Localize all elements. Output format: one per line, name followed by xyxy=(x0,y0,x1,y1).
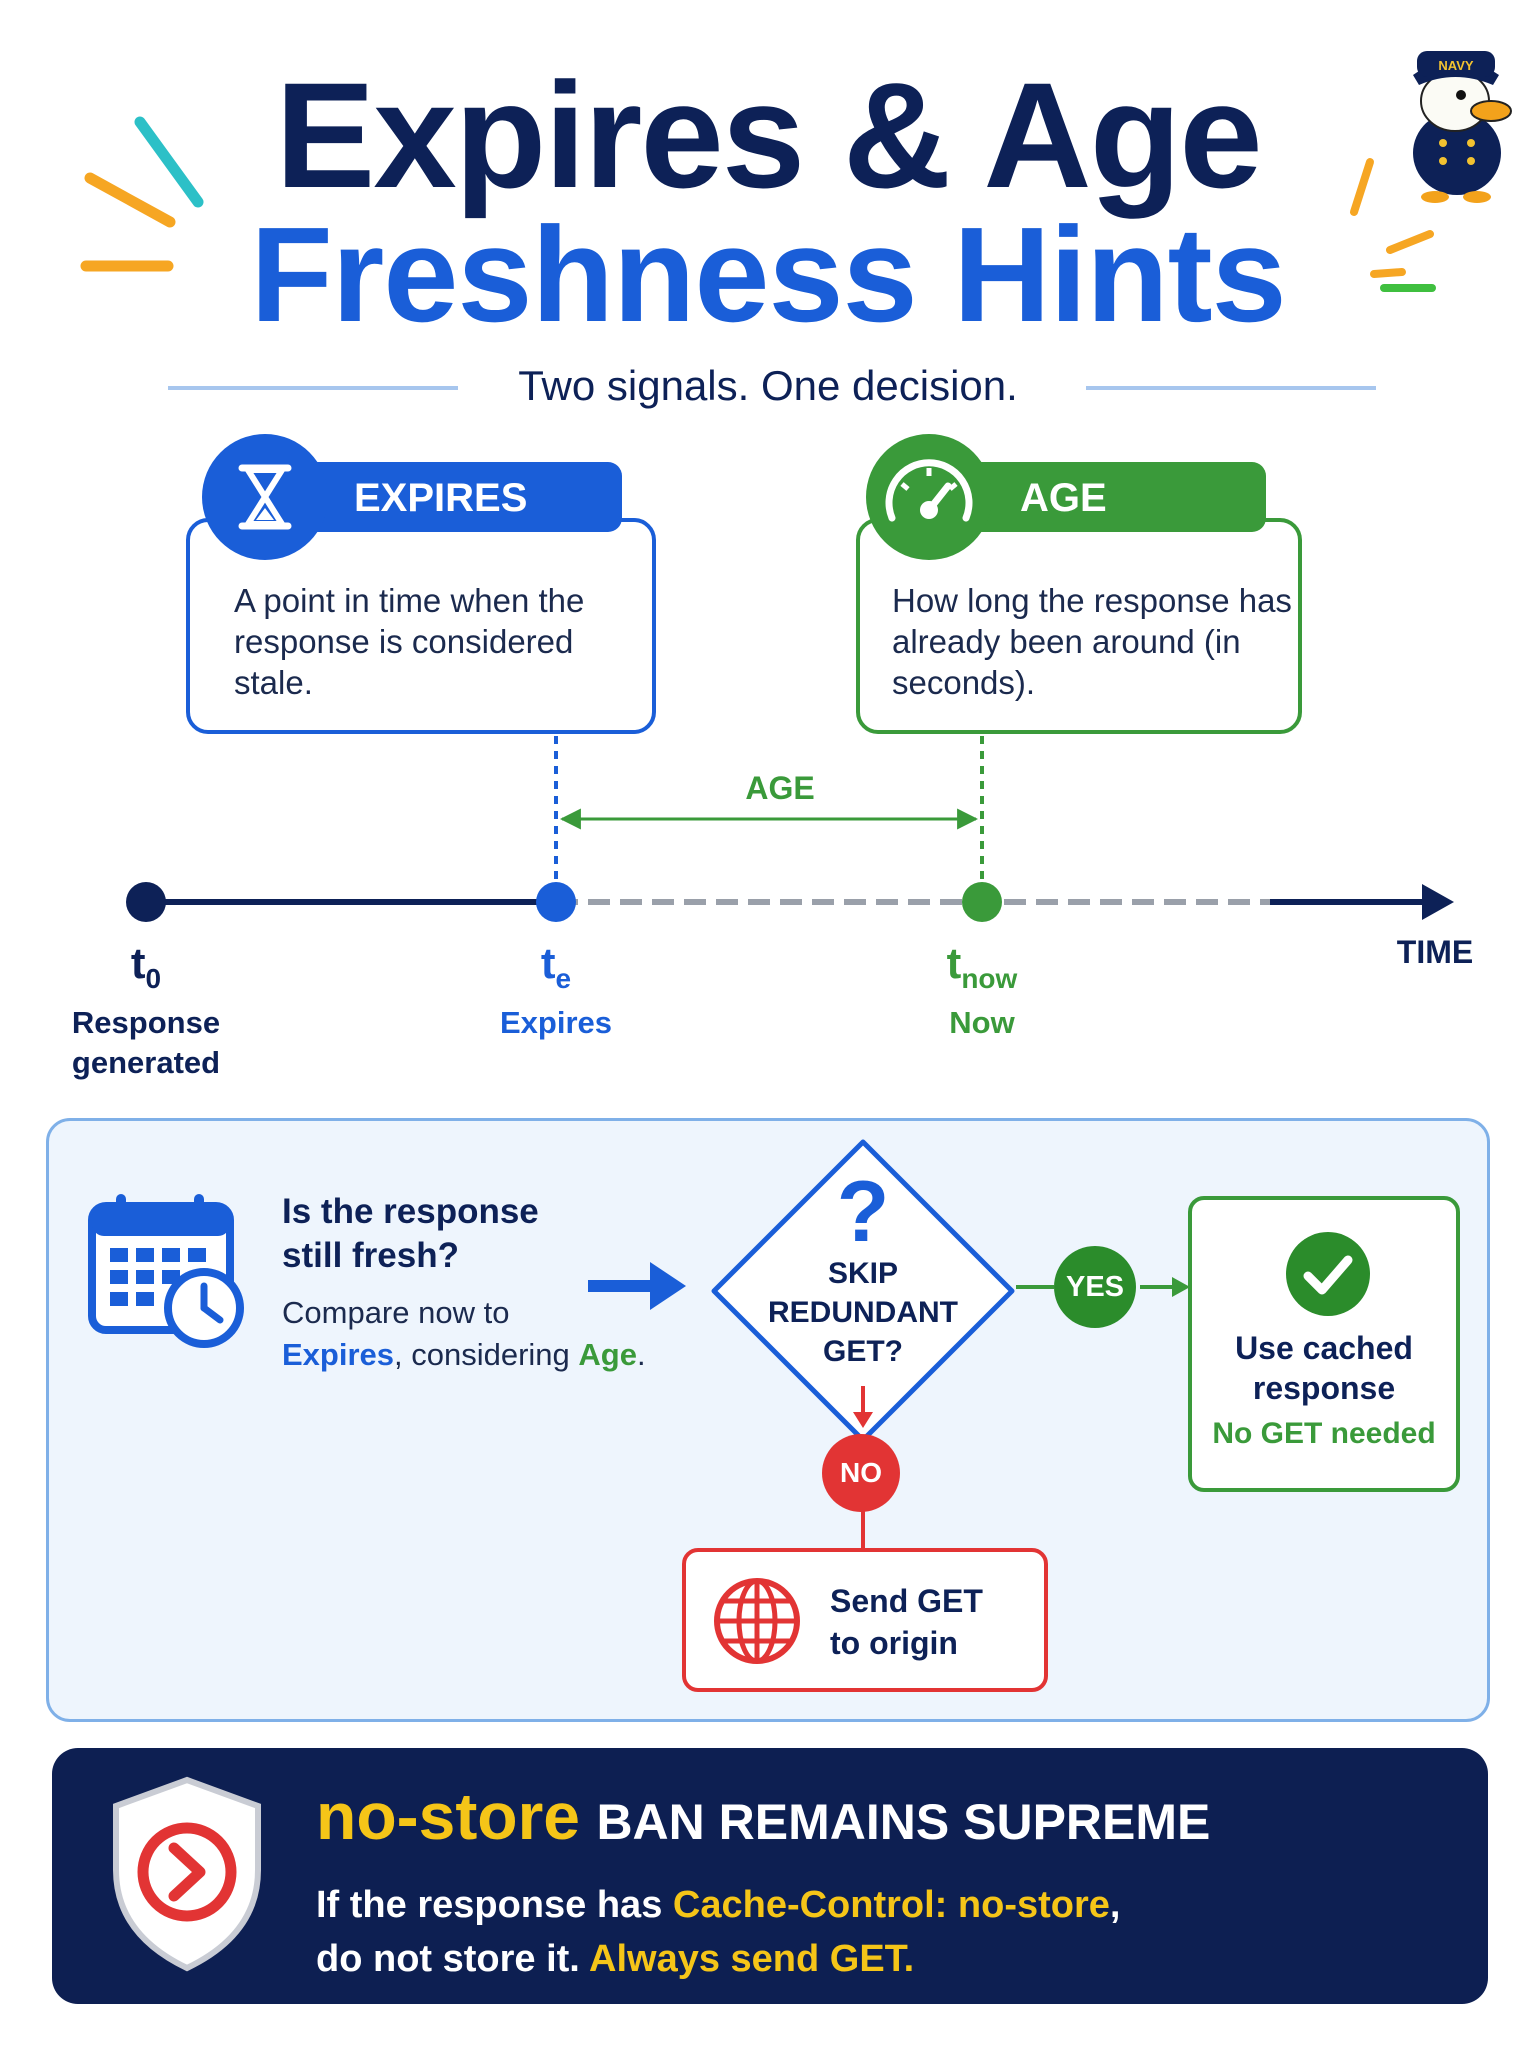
yes-badge: YES xyxy=(1054,1246,1136,1328)
age-label-pill: AGE xyxy=(940,462,1266,532)
freshness-question-line: still fresh? xyxy=(282,1236,459,1275)
yes-label: YES xyxy=(1065,1271,1125,1303)
freshness-question-line: Is the response xyxy=(282,1192,539,1231)
shield-prohibited-icon xyxy=(113,1776,261,1972)
no-get-needed-note: No GET needed xyxy=(1212,1417,1436,1450)
subtitle: Two signals. One decision. xyxy=(518,362,1018,409)
use-cached-card: Use cached response No GET needed xyxy=(1188,1196,1460,1492)
t0-caption: generated xyxy=(71,1044,221,1080)
age-description-line: seconds). xyxy=(892,664,1036,701)
tnow-subscript: now xyxy=(961,962,1018,994)
no-store-banner: no-store BAN REMAINS SUPREME If the resp… xyxy=(52,1748,1488,2004)
title-line-2: Freshness Hints xyxy=(250,199,1286,350)
t0-label: t0 Response generated xyxy=(36,940,256,1083)
t0-caption: Response xyxy=(71,1004,221,1040)
age-span-label: AGE xyxy=(745,770,815,806)
diamond-text: SKIP REDUNDANT GET? xyxy=(738,1254,988,1371)
te-subscript: e xyxy=(555,962,572,994)
svg-text:NAVY: NAVY xyxy=(1438,58,1473,73)
point-te xyxy=(536,882,576,922)
hourglass-icon xyxy=(202,434,328,560)
sparkle-left-decoration xyxy=(80,116,204,272)
banner-body: If the response has Cache-Control: no-st… xyxy=(316,1878,1120,1986)
compare-prefix: Compare now to xyxy=(282,1295,510,1330)
subtitle-rule-left xyxy=(168,386,458,390)
expires-description-line: A point in time when the xyxy=(234,582,585,619)
no-badge: NO xyxy=(822,1434,900,1512)
expires-description: A point in time when the response is con… xyxy=(234,580,584,703)
subtitle-rule-right xyxy=(1086,386,1376,390)
flow-arrow-to-diamond xyxy=(588,1262,686,1310)
checkmark-icon xyxy=(1286,1232,1370,1316)
send-get-line: to origin xyxy=(830,1625,958,1661)
no-store-keyword: no-store xyxy=(316,1779,580,1853)
compare-end: . xyxy=(636,1337,646,1372)
compare-instruction: Compare now to Expires, considering Age. xyxy=(282,1292,682,1376)
send-get-text: Send GET to origin xyxy=(830,1580,983,1664)
banner-line1-suffix: , xyxy=(1109,1884,1121,1926)
compare-age: Age xyxy=(578,1337,637,1372)
tnow-caption: Now xyxy=(949,1004,1015,1040)
use-cached-line: response xyxy=(1252,1370,1396,1406)
no-label: NO xyxy=(840,1457,882,1488)
expires-description-line: response is considered xyxy=(234,623,574,660)
expires-description-line: stale. xyxy=(234,664,313,701)
banner-line1-prefix: If the response has xyxy=(316,1884,673,1926)
speedometer-icon xyxy=(866,434,992,560)
diamond-text-line: SKIP xyxy=(827,1257,899,1290)
send-get-line: Send GET xyxy=(830,1583,983,1619)
sparkle-right-decoration xyxy=(1350,158,1436,292)
te-label: te Expires xyxy=(446,940,666,1043)
compare-mid: , considering xyxy=(394,1337,579,1372)
banner-line2-prefix: do not store it. xyxy=(316,1938,590,1980)
age-description-line: How long the response has xyxy=(892,582,1292,619)
t0-subscript: 0 xyxy=(145,962,162,994)
timeline-arrowhead xyxy=(1422,884,1454,920)
banner-headline: no-store BAN REMAINS SUPREME xyxy=(316,1778,1210,1854)
age-label: AGE xyxy=(1020,476,1107,520)
point-tnow xyxy=(962,882,1002,922)
compare-expires: Expires xyxy=(282,1337,395,1372)
expires-label: EXPIRES xyxy=(354,476,528,520)
banner-headline-text: BAN REMAINS SUPREME xyxy=(596,1794,1211,1850)
diamond-text-line: REDUNDANT xyxy=(768,1296,958,1329)
globe-icon xyxy=(714,1578,800,1664)
banner-line2-highlight: Always send GET. xyxy=(589,1938,915,1980)
t0-symbol: t xyxy=(130,939,146,988)
point-t0 xyxy=(126,882,166,922)
question-mark-icon: ? xyxy=(836,1164,890,1260)
freshness-question: Is the response still fresh? xyxy=(282,1190,539,1278)
age-description: How long the response has already been a… xyxy=(892,580,1292,703)
tnow-label: tnow Now xyxy=(872,940,1092,1043)
expires-label-pill: EXPIRES xyxy=(270,462,622,532)
diamond-text-line: GET? xyxy=(823,1335,903,1368)
calendar-clock-icon xyxy=(88,1194,244,1348)
te-symbol: t xyxy=(540,939,556,988)
use-cached-text: Use cached response No GET needed xyxy=(1192,1328,1456,1454)
navy-duck-mascot: NAVY xyxy=(1413,51,1512,203)
banner-line1-highlight: Cache-Control: no-store xyxy=(672,1884,1110,1926)
use-cached-line: Use cached xyxy=(1235,1330,1413,1366)
tnow-symbol: t xyxy=(946,939,962,988)
send-get-card: Send GET to origin xyxy=(682,1548,1048,1692)
age-description-line: already been around (in xyxy=(892,623,1241,660)
timeline xyxy=(126,736,1454,922)
yes-branch-connector xyxy=(1016,1277,1190,1297)
te-caption: Expires xyxy=(499,1004,612,1040)
time-axis-label: TIME xyxy=(1396,934,1474,970)
title-line-1: Expires & Age xyxy=(275,51,1262,219)
